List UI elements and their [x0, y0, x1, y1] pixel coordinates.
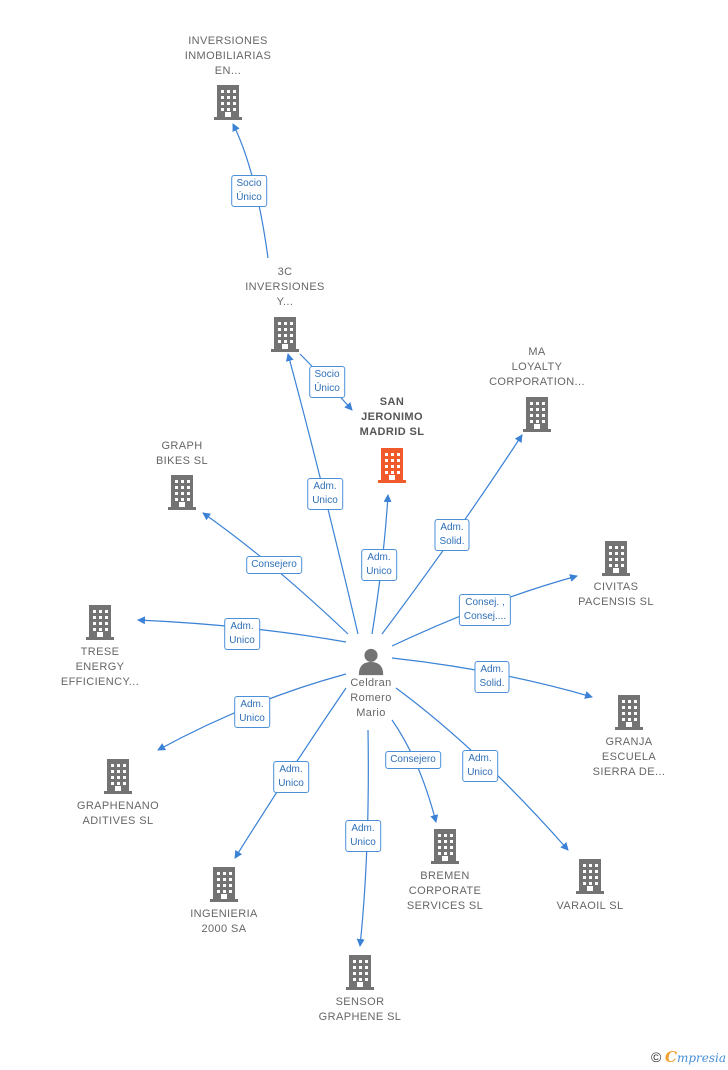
building-icon [271, 317, 299, 352]
person-node-celdran[interactable]: Celdran Romero Mario [306, 646, 436, 721]
edge-label-person-ingenieria[interactable]: Adm. Unico [273, 761, 309, 793]
company-node-bremen[interactable]: BREMEN CORPORATE SERVICES SL [380, 828, 510, 914]
company-node-3c[interactable]: 3C INVERSIONES Y... [220, 265, 350, 352]
edge-person-bremen [391, 719, 439, 823]
company-node-graph[interactable]: GRAPH BIKES SL [117, 439, 247, 510]
company-node-sensor[interactable]: SENSOR GRAPHENE SL [295, 954, 425, 1025]
edge-label-person-graph[interactable]: Consejero [246, 556, 302, 574]
company-node-inversiones[interactable]: INVERSIONES INMOBILIARIAS EN... [163, 34, 293, 120]
footer-brand: © Cmpresia [651, 1048, 726, 1066]
building-icon [602, 541, 630, 576]
edge-label-person-ma[interactable]: Adm. Solid. [434, 519, 470, 551]
empresia-logo: Cmpresia [664, 1048, 726, 1066]
company-label: SENSOR GRAPHENE SL [318, 996, 402, 1023]
building-icon [431, 829, 459, 864]
edge-label-3c-sanjeronimo[interactable]: Socio Único [309, 366, 345, 398]
company-label: GRAPHENANO ADITIVES SL [76, 800, 160, 827]
building-icon [214, 85, 242, 120]
edge-label-person-varaoil[interactable]: Adm. Unico [462, 750, 498, 782]
company-label: BREMEN CORPORATE SERVICES SL [406, 870, 484, 912]
company-node-ma[interactable]: MA LOYALTY CORPORATION... [472, 345, 602, 432]
company-label: TRESE ENERGY EFFICIENCY... [60, 646, 140, 688]
person-name: Celdran Romero Mario [350, 677, 392, 719]
company-label: CIVITAS PACENSIS SL [578, 581, 654, 608]
company-label: INVERSIONES INMOBILIARIAS EN... [184, 35, 272, 77]
building-icon [378, 448, 406, 483]
company-label: MA LOYALTY CORPORATION... [489, 346, 585, 388]
building-icon [210, 867, 238, 902]
company-node-varaoil[interactable]: VARAOIL SL [525, 858, 655, 914]
company-node-granja[interactable]: GRANJA ESCUELA SIERRA DE... [564, 694, 694, 780]
building-icon [576, 859, 604, 894]
company-label: GRANJA ESCUELA SIERRA DE... [592, 736, 666, 778]
building-icon [346, 955, 374, 990]
edge-label-person-3c[interactable]: Adm. Unico [307, 478, 343, 510]
company-label: GRAPH BIKES SL [155, 440, 209, 467]
copyright-symbol: © [651, 1049, 662, 1065]
company-label: SAN JERONIMO MADRID SL [359, 396, 425, 438]
company-label: VARAOIL SL [556, 900, 624, 912]
company-label: INGENIERIA 2000 SA [190, 908, 258, 935]
edge-label-person-trese[interactable]: Adm. Unico [224, 618, 260, 650]
company-node-sanjeronimo[interactable]: SAN JERONIMO MADRID SL [327, 395, 457, 483]
company-label: 3C INVERSIONES Y... [245, 266, 325, 308]
building-icon [523, 397, 551, 432]
building-icon [86, 605, 114, 640]
person-icon [358, 648, 384, 676]
edge-label-person-sanjeronimo[interactable]: Adm. Unico [361, 549, 397, 581]
edge-label-person-civitas[interactable]: Consej. , Consej.... [458, 594, 512, 626]
edge-label-3c-inversiones[interactable]: Socio Único [231, 175, 267, 207]
building-icon [615, 695, 643, 730]
building-icon [168, 475, 196, 510]
building-icon [104, 759, 132, 794]
edge-label-person-bremen[interactable]: Consejero [385, 751, 441, 769]
edge-label-person-granja[interactable]: Adm. Solid. [474, 661, 510, 693]
edge-label-person-graphenano[interactable]: Adm. Unico [234, 696, 270, 728]
company-node-graphenano[interactable]: GRAPHENANO ADITIVES SL [53, 758, 183, 829]
company-node-trese[interactable]: TRESE ENERGY EFFICIENCY... [35, 604, 165, 690]
company-node-ingenieria[interactable]: INGENIERIA 2000 SA [159, 866, 289, 937]
edge-label-person-sensor[interactable]: Adm. Unico [345, 820, 381, 852]
company-node-civitas[interactable]: CIVITAS PACENSIS SL [551, 540, 681, 610]
